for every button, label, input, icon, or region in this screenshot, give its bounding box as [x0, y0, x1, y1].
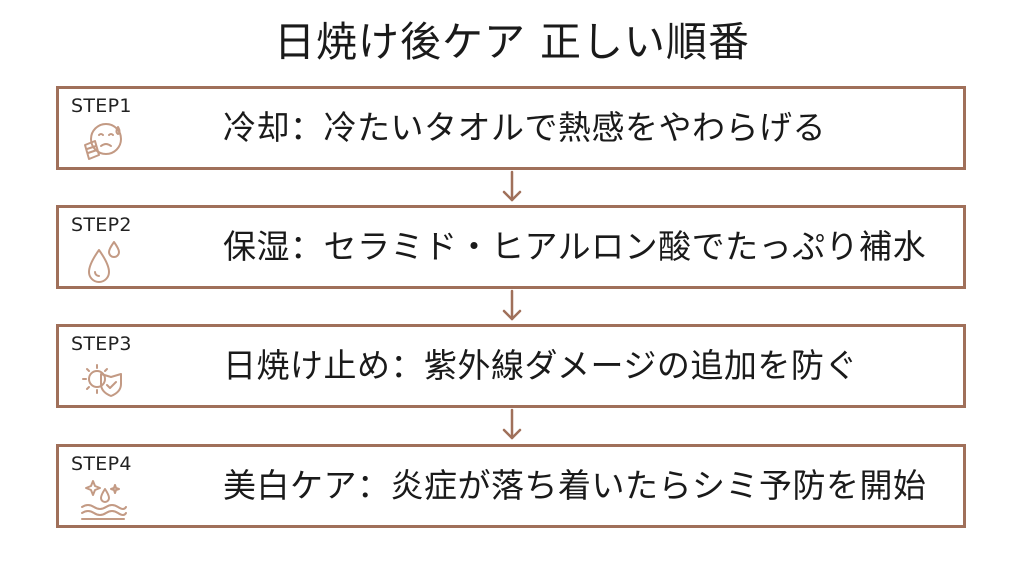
step-4-box: STEP4 美白ケア：炎症が落ち着いたらシミ予防を開始: [56, 444, 966, 528]
sparkle-skin-icon: [81, 480, 127, 520]
water-drops-icon: [88, 241, 120, 283]
step-2-box: STEP2 保湿：セラミド・ヒアルロン酸でたっぷり補水: [56, 205, 966, 289]
step-1-text: 冷却：冷たいタオルで熱感をやわらげる: [223, 108, 826, 147]
step-3-label: STEP3: [71, 333, 132, 355]
sun-shield-icon: [82, 364, 122, 397]
step-3-box: STEP3 日焼け止め：紫外線ダメージの追加を防ぐ: [56, 324, 966, 408]
cooling-face-icon: [84, 123, 122, 160]
step-2-label: STEP2: [71, 214, 132, 236]
step-1-label: STEP1: [71, 95, 132, 117]
step-1-box: STEP1 冷却：冷たいタオルで熱感をやわらげる: [56, 86, 966, 170]
step-3-text: 日焼け止め：紫外線ダメージの追加を防ぐ: [223, 346, 858, 385]
arrow-down-icon: [502, 408, 522, 440]
arrow-down-icon: [502, 170, 522, 202]
step-4-text: 美白ケア：炎症が落ち着いたらシミ予防を開始: [223, 466, 927, 505]
diagram-title: 日焼け後ケア 正しい順番: [273, 18, 751, 66]
step-2-text: 保湿：セラミド・ヒアルロン酸でたっぷり補水: [223, 227, 927, 266]
step-4-label: STEP4: [71, 453, 132, 475]
arrow-down-icon: [502, 289, 522, 321]
